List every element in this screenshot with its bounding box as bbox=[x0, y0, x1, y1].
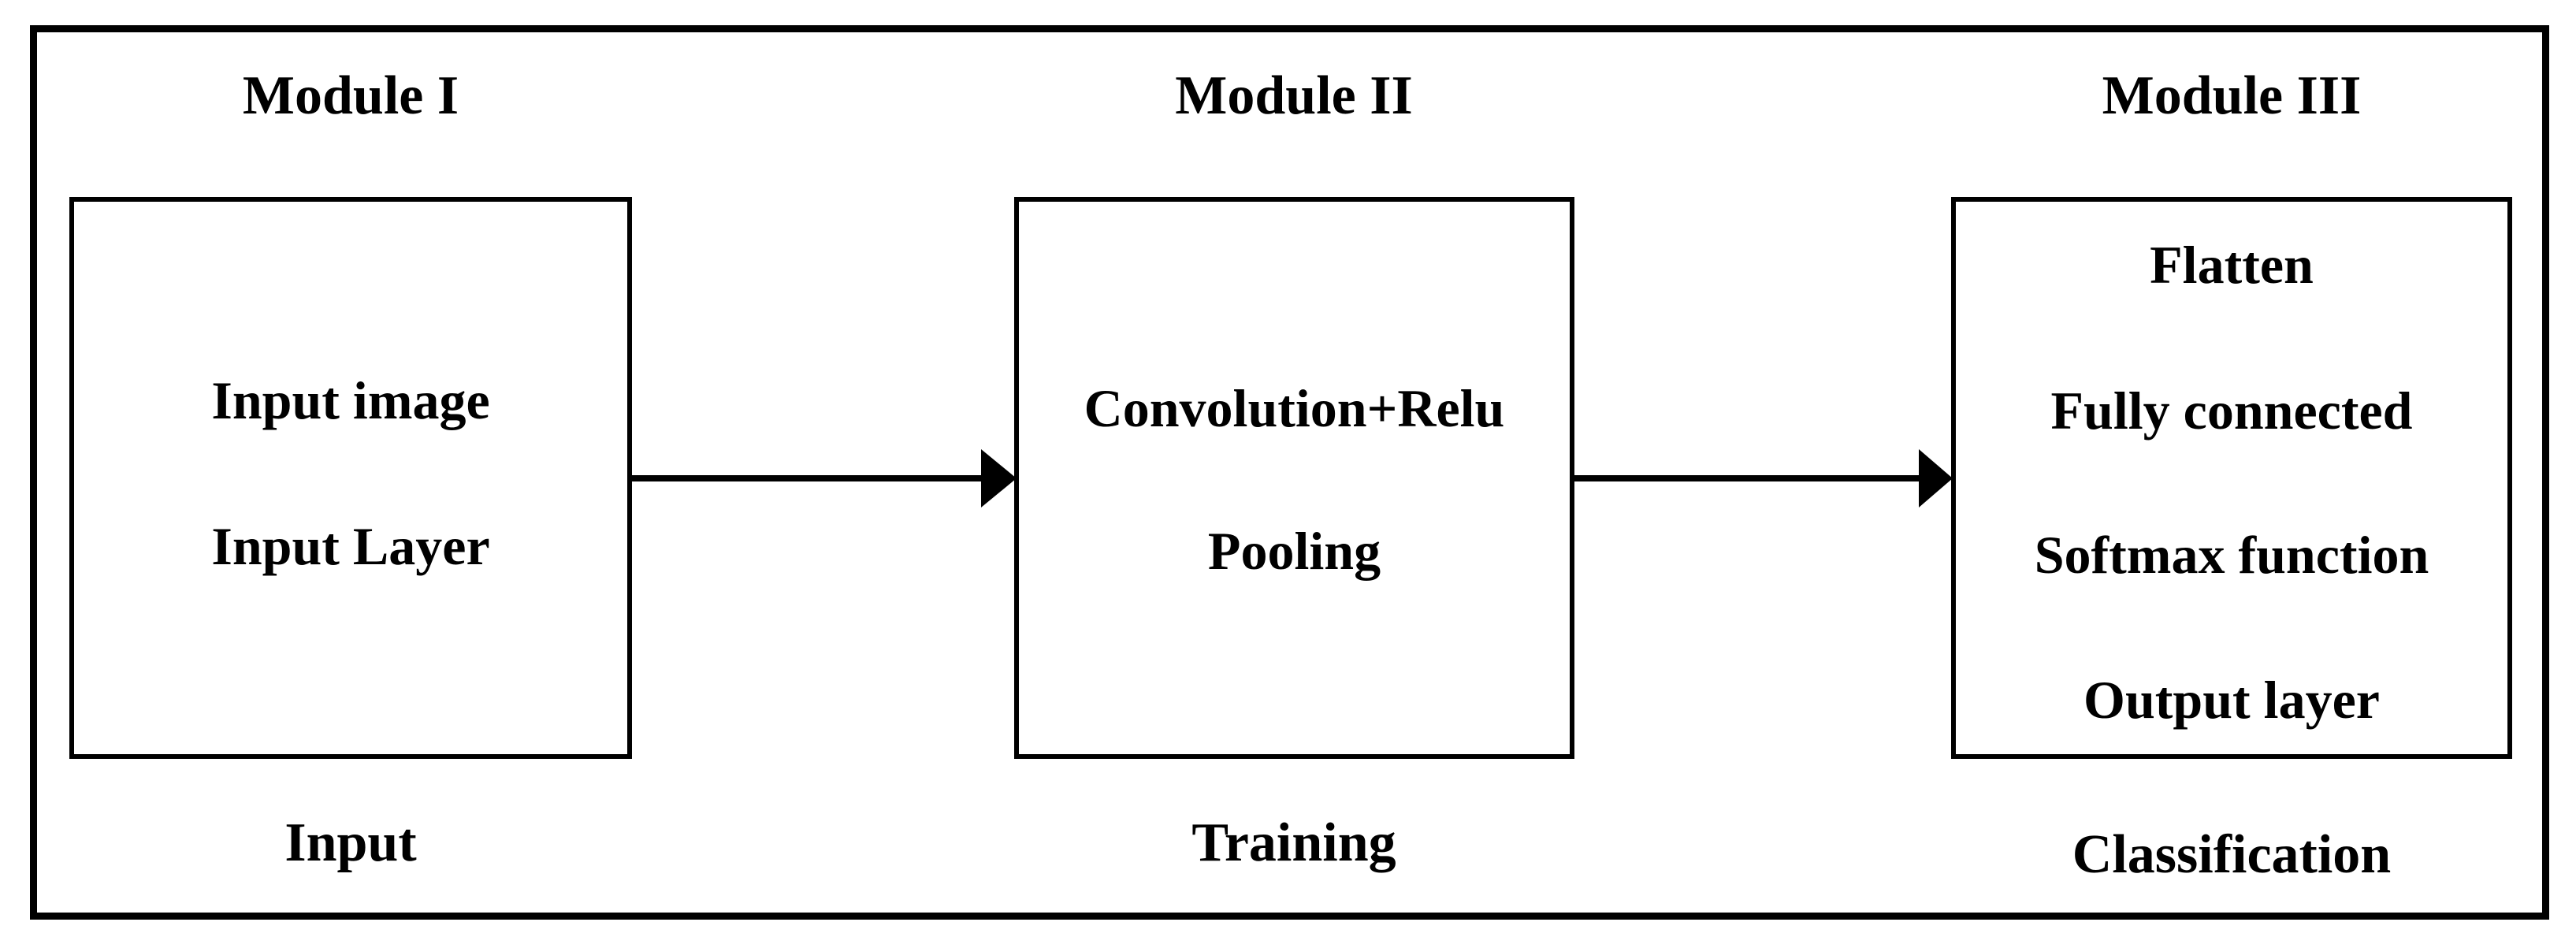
module-1-line-input-layer: Input Layer bbox=[211, 516, 490, 576]
module-3-line-output-layer: Output layer bbox=[2083, 670, 2380, 730]
module-1-line-input-image: Input image bbox=[211, 370, 490, 430]
module-2-line-convolution-relu: Convolution+Relu bbox=[1084, 378, 1505, 438]
module-1-stage-label: Input bbox=[284, 812, 417, 873]
module-2-line-pooling: Pooling bbox=[1207, 521, 1381, 581]
module-3-box: Flatten Fully connected Softmax function… bbox=[1951, 197, 2512, 759]
module-2-stage-label: Training bbox=[1191, 812, 1396, 873]
module-3-line-softmax-function: Softmax function bbox=[2034, 525, 2429, 585]
module-3-line-fully-connected: Fully connected bbox=[2050, 381, 2413, 441]
module-2-title: Module II bbox=[1175, 65, 1413, 126]
module-2-box: Convolution+Relu Pooling bbox=[1014, 197, 1574, 759]
module-1-title: Module I bbox=[242, 65, 459, 126]
diagram-frame bbox=[30, 25, 2549, 920]
module-3-line-flatten: Flatten bbox=[2150, 235, 2314, 295]
module-1-box: Input image Input Layer bbox=[69, 197, 632, 759]
module-3-stage-label: Classification bbox=[2072, 824, 2392, 885]
module-3-title: Module III bbox=[2102, 65, 2362, 126]
